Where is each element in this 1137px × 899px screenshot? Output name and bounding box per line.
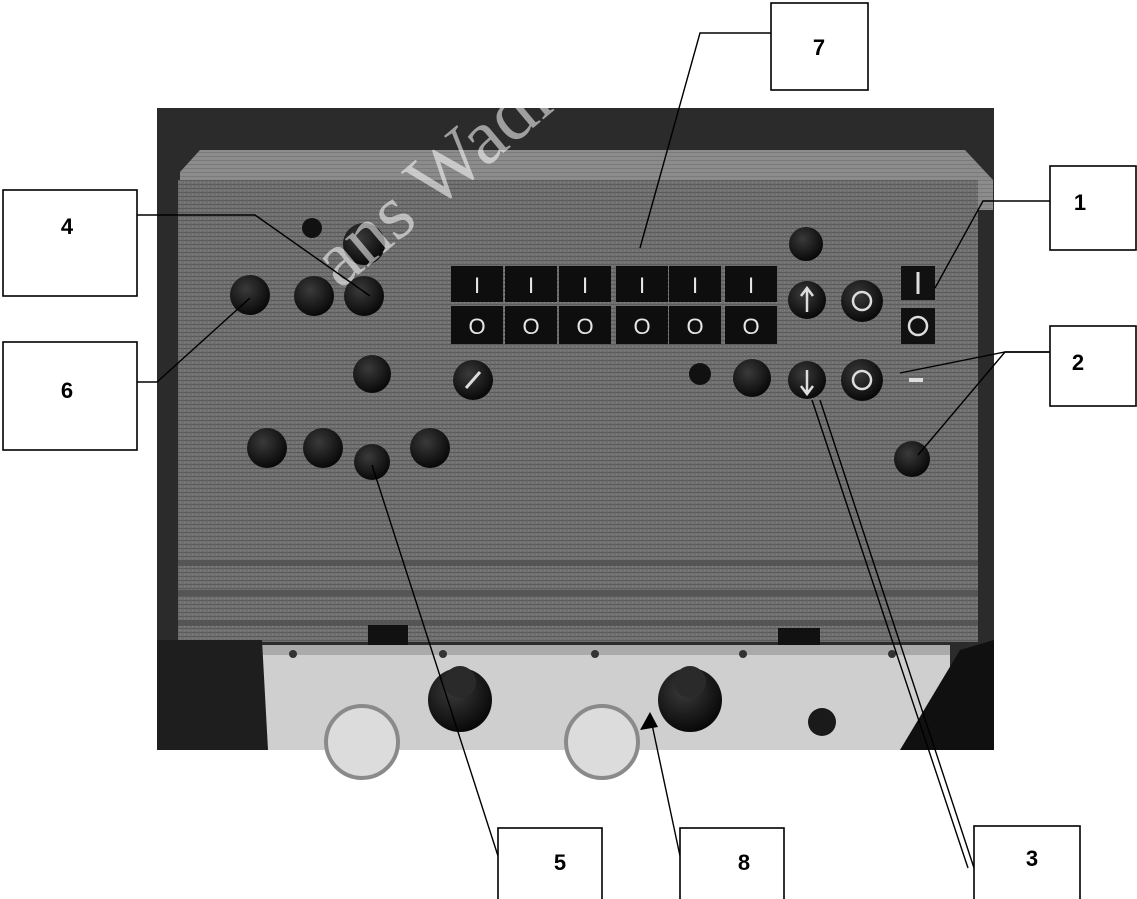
- switch-1-on: [451, 266, 503, 302]
- callout-4: 4: [2, 189, 138, 297]
- callout-1: 1: [1049, 165, 1137, 251]
- callout-label: 4: [61, 214, 74, 239]
- switch-off-symbol: O: [742, 314, 759, 339]
- callout-3: 3: [973, 825, 1081, 899]
- callout-label: 1: [1074, 190, 1086, 215]
- switch-4-off: [616, 306, 668, 344]
- callout-label: 6: [61, 378, 73, 403]
- switch-on-symbol: I: [639, 273, 645, 298]
- arrow-head-8: [640, 712, 658, 730]
- callout-label: 8: [738, 850, 750, 875]
- switch-on-symbol: I: [692, 273, 698, 298]
- callout-label: 3: [1026, 846, 1038, 871]
- switch-on-symbol: I: [748, 273, 754, 298]
- callout-label: 2: [1072, 350, 1084, 375]
- switch-5-on: [669, 266, 721, 302]
- callout-2: 2: [1049, 325, 1137, 407]
- callout-label: 5: [554, 850, 566, 875]
- switch-on-symbol: I: [474, 273, 480, 298]
- callout-8: 8: [679, 827, 785, 899]
- callout-7: 7: [770, 2, 869, 91]
- switch-off-symbol: O: [468, 314, 485, 339]
- callout-5: 5: [497, 827, 603, 899]
- switch-off-symbol: O: [576, 314, 593, 339]
- panel-photo: [157, 108, 994, 780]
- switch-3-on: [559, 266, 611, 302]
- switch-off-symbol: O: [686, 314, 703, 339]
- switch-1-off: [451, 306, 503, 344]
- switch-2-on: [505, 266, 557, 302]
- switch-3-off: [559, 306, 611, 344]
- switch-6-off: [725, 306, 777, 344]
- switch-2-off: [505, 306, 557, 344]
- switch-on-symbol: I: [528, 273, 534, 298]
- callout-6: 6: [2, 341, 138, 451]
- switch-on-symbol: I: [582, 273, 588, 298]
- leader-lines: [137, 32, 1050, 869]
- callout-label: 7: [813, 35, 825, 60]
- switch-5-off: [669, 306, 721, 344]
- switch-4-on: [616, 266, 668, 302]
- right-button-cluster: [689, 227, 935, 477]
- switch-off-symbol: O: [522, 314, 539, 339]
- knob-cluster-left: [230, 218, 493, 480]
- switch-6-on: [725, 266, 777, 302]
- switch-off-symbol: O: [633, 314, 650, 339]
